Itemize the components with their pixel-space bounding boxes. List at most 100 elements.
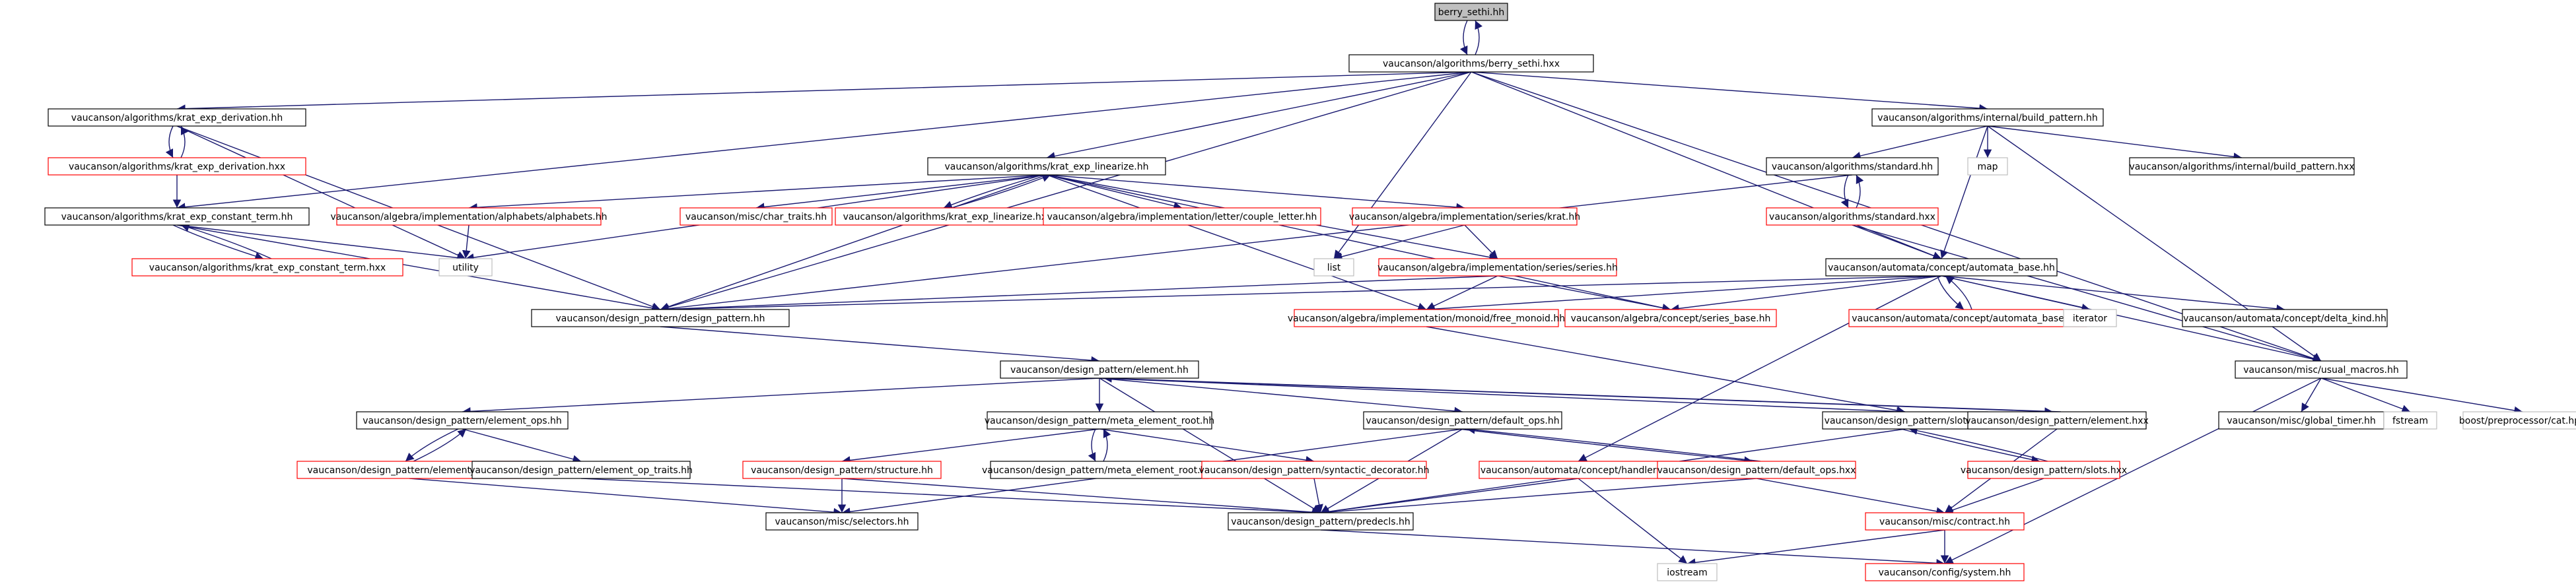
dependency-edge	[660, 275, 1498, 313]
node-vaucanson-design-pattern-default-ops-hxx[interactable]: vaucanson/design_pattern/default_ops.hxx	[1657, 461, 1856, 479]
dependency-edge	[1464, 224, 1498, 259]
dependency-edge	[1458, 428, 1753, 465]
node-vaucanson-automata-concept-automata-base-hh[interactable]: vaucanson/automata/concept/automata_base…	[1825, 258, 2058, 277]
node-vaucanson-algorithms-krat-exp-linearize-hxx[interactable]: vaucanson/algorithms/krat_exp_linearize.…	[835, 207, 1061, 226]
dependency-edge	[1900, 428, 2040, 464]
node-box	[44, 207, 310, 226]
node-vaucanson-design-pattern-design-pattern-hh[interactable]: vaucanson/design_pattern/design_pattern.…	[531, 309, 790, 327]
node-label: vaucanson/design_pattern/element_op_trai…	[470, 465, 693, 476]
node-box	[1348, 54, 1594, 73]
dependency-edge	[1103, 374, 2062, 412]
dependency-edge	[1578, 275, 1942, 462]
dependency-edge	[660, 174, 1853, 313]
dependency-edge	[176, 125, 466, 259]
dependency-edge	[180, 223, 272, 259]
node-vaucanson-algorithms-krat-exp-constant-term-hxx[interactable]: vaucanson/algorithms/krat_exp_constant_t…	[131, 258, 403, 277]
node-box	[356, 411, 569, 430]
node-vaucanson-design-pattern-element-ops-hh[interactable]: vaucanson/design_pattern/element_ops.hh	[356, 411, 569, 430]
node-label: vaucanson/algebra/implementation/series/…	[1349, 212, 1580, 222]
node-vaucanson-algorithms-internal-build-pattern-hxx[interactable]: vaucanson/algorithms/internal/build_patt…	[2129, 157, 2355, 176]
dependency-edge	[660, 326, 1100, 365]
node-box	[336, 207, 602, 226]
node-vaucanson-algebra-implementation-series-series-hh[interactable]: vaucanson/algebra/implementation/series/…	[1377, 258, 1618, 277]
node-box	[1657, 461, 1856, 479]
node-vaucanson-design-pattern-meta-element-root-hxx[interactable]: vaucanson/design_pattern/meta_element_ro…	[982, 461, 1217, 479]
dependency-edge	[462, 377, 1100, 416]
node-vaucanson-design-pattern-slots-hxx[interactable]: vaucanson/design_pattern/slots.hxx	[1961, 461, 2127, 479]
dependency-edge	[1987, 125, 2322, 362]
node-vaucanson-design-pattern-syntactic-decorator-hh[interactable]: vaucanson/design_pattern/syntactic_decor…	[1199, 461, 1430, 479]
node-boost-preprocessor-cat-hpp: boost/preprocessor/cat.hpp	[2459, 411, 2576, 430]
node-vaucanson-config-system-hh[interactable]: vaucanson/config/system.hh	[1865, 563, 2025, 581]
node-vaucanson-algorithms-berry-sethi-hxx[interactable]: vaucanson/algorithms/berry_sethi.hxx	[1348, 54, 1594, 73]
dependency-edge	[1099, 377, 1906, 416]
node-label: list	[1327, 263, 1341, 273]
node-vaucanson-design-pattern-default-ops-hh[interactable]: vaucanson/design_pattern/default_ops.hh	[1363, 411, 1562, 430]
node-vaucanson-automata-concept-automata-base-hxx[interactable]: vaucanson/automata/concept/automata_base…	[1848, 309, 2087, 327]
node-vaucanson-algorithms-krat-exp-derivation-hh[interactable]: vaucanson/algorithms/krat_exp_derivation…	[48, 108, 306, 127]
node-vaucanson-algebra-implementation-letter-couple-letter-hh[interactable]: vaucanson/algebra/implementation/letter/…	[1043, 207, 1321, 226]
edge-layer	[165, 20, 2523, 568]
dependency-edge	[1471, 71, 1988, 113]
node-vaucanson-algorithms-internal-build-pattern-hh[interactable]: vaucanson/algorithms/internal/build_patt…	[1871, 108, 2104, 127]
node-label: vaucanson/automata/concept/handlers.hh	[1480, 465, 1676, 476]
node-iostream: iostream	[1657, 563, 1718, 581]
dependency-edge	[1852, 224, 1942, 260]
node-vaucanson-algebra-implementation-alphabets-alphabets-hh[interactable]: vaucanson/algebra/implementation/alphabe…	[331, 207, 608, 226]
node-vaucanson-design-pattern-element-hh[interactable]: vaucanson/design_pattern/element.hh	[1000, 360, 1199, 379]
node-vaucanson-design-pattern-element-op-traits-hh[interactable]: vaucanson/design_pattern/element_op_trai…	[470, 461, 693, 479]
node-label: vaucanson/design_pattern/element_ops.hh	[363, 416, 562, 426]
dependency-edge	[1099, 377, 1463, 416]
node-vaucanson-algorithms-krat-exp-linearize-hh[interactable]: vaucanson/algorithms/krat_exp_linearize.…	[927, 157, 1166, 176]
node-vaucanson-misc-usual-macros-hh[interactable]: vaucanson/misc/usual_macros.hh	[2235, 360, 2408, 379]
dependency-edge	[951, 174, 1051, 209]
dependency-edge	[1852, 224, 2322, 363]
dependency-edge	[1944, 377, 2322, 564]
node-berry-sethi-hh[interactable]: berry_sethi.hh	[1434, 3, 1508, 21]
dependency-edge	[1670, 275, 1942, 313]
node-label: map	[1977, 162, 1998, 172]
node-vaucanson-automata-concept-delta-kind-hh[interactable]: vaucanson/automata/concept/delta_kind.hh	[2182, 309, 2388, 327]
node-vaucanson-algorithms-krat-exp-constant-term-hh[interactable]: vaucanson/algorithms/krat_exp_constant_t…	[44, 207, 310, 226]
node-label: vaucanson/misc/char_traits.hh	[685, 212, 827, 222]
node-vaucanson-algebra-concept-series-base-hh[interactable]: vaucanson/algebra/concept/series_base.hh	[1564, 309, 1777, 327]
node-box	[2182, 309, 2388, 327]
node-label: vaucanson/misc/usual_macros.hh	[2243, 365, 2399, 376]
node-vaucanson-design-pattern-meta-element-root-hh[interactable]: vaucanson/design_pattern/meta_element_ro…	[985, 411, 1214, 430]
node-utility: utility	[438, 258, 493, 277]
node-layer: berry_sethi.hh vaucanson/algorithms/berry…	[44, 3, 2576, 581]
node-vaucanson-design-pattern-slots-hh[interactable]: vaucanson/design_pattern/slots.hh	[1822, 411, 1988, 430]
node-label: vaucanson/algorithms/krat_exp_linearize.…	[843, 212, 1053, 222]
node-vaucanson-algebra-implementation-series-krat-hh[interactable]: vaucanson/algebra/implementation/series/…	[1349, 207, 1580, 226]
node-label: vaucanson/design_pattern/default_ops.hh	[1366, 416, 1559, 426]
dependency-edge	[1987, 125, 2243, 161]
node-label: vaucanson/config/system.hh	[1879, 568, 2011, 578]
dependency-edge	[1046, 174, 1465, 212]
node-vaucanson-misc-selectors-hh[interactable]: vaucanson/misc/selectors.hh	[765, 512, 919, 531]
dependency-edge	[660, 275, 1942, 313]
node-vaucanson-algorithms-standard-hh[interactable]: vaucanson/algorithms/standard.hh	[1766, 157, 1939, 176]
node-vaucanson-design-pattern-predecls-hh[interactable]: vaucanson/design_pattern/predecls.hh	[1228, 512, 1414, 531]
node-vaucanson-misc-char-traits-hh[interactable]: vaucanson/misc/char_traits.hh	[679, 207, 833, 226]
node-vaucanson-design-pattern-element-hxx[interactable]: vaucanson/design_pattern/element.hxx	[1965, 411, 2149, 430]
node-vaucanson-algebra-implementation-monoid-free-monoid-hh[interactable]: vaucanson/algebra/implementation/monoid/…	[1288, 309, 1565, 327]
node-label: utility	[452, 263, 479, 273]
dependency-edge	[1103, 428, 1111, 462]
node-label: vaucanson/algorithms/berry_sethi.hxx	[1383, 59, 1560, 69]
node-vaucanson-algorithms-krat-exp-derivation-hxx[interactable]: vaucanson/algorithms/krat_exp_derivation…	[48, 157, 306, 176]
node-vaucanson-misc-contract-hh[interactable]: vaucanson/misc/contract.hh	[1865, 512, 2025, 531]
node-label: vaucanson/design_pattern/meta_element_ro…	[982, 465, 1217, 476]
node-label: vaucanson/algebra/concept/series_base.hh	[1571, 313, 1771, 324]
dependency-edge	[413, 428, 467, 462]
dependency-edge	[660, 174, 1047, 311]
dependency-edge	[462, 428, 582, 463]
node-vaucanson-design-pattern-structure-hh[interactable]: vaucanson/design_pattern/structure.hh	[742, 461, 942, 479]
node-vaucanson-automata-concept-handlers-hh[interactable]: vaucanson/automata/concept/handlers.hh	[1479, 461, 1678, 479]
node-box	[1967, 461, 2120, 479]
dependency-edge	[1466, 426, 1761, 462]
node-vaucanson-algorithms-standard-hxx[interactable]: vaucanson/algorithms/standard.hxx	[1766, 207, 1939, 226]
dependency-edge	[1088, 428, 1096, 462]
node-vaucanson-misc-global-timer-hh[interactable]: vaucanson/misc/global_timer.hh	[2218, 411, 2385, 430]
dependency-edge	[409, 478, 843, 517]
